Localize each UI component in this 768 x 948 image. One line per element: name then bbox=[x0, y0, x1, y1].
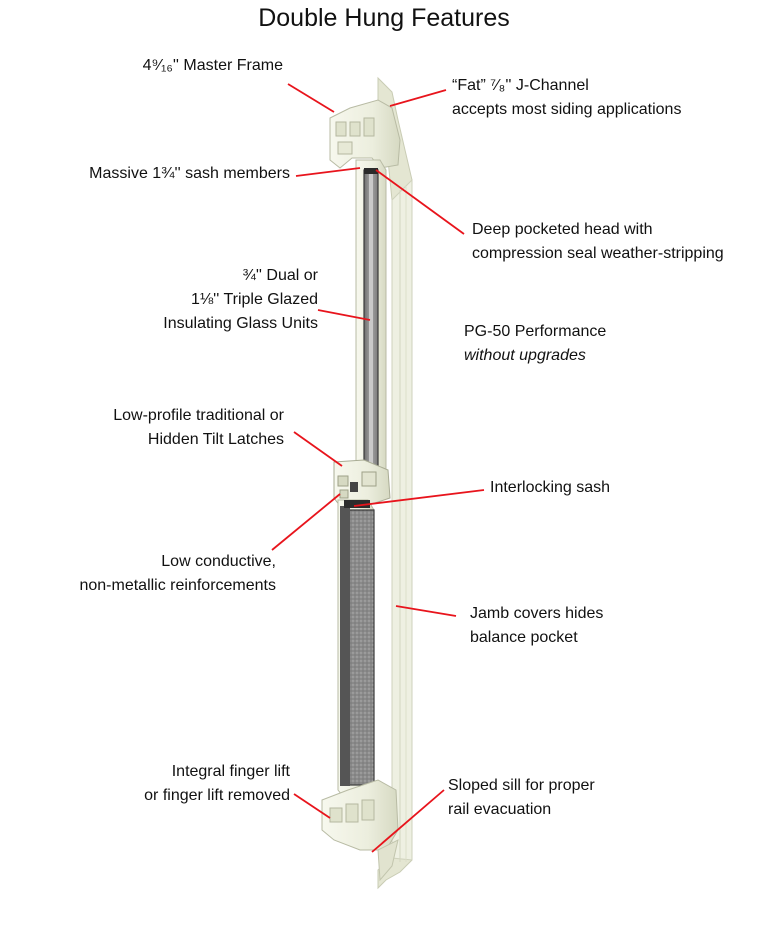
label-glass-units: ¾'' Dual or 1⅛'' Triple Glazed Insulatin… bbox=[163, 267, 318, 332]
label-sloped-sill: Sloped sill for proper rail evacuation bbox=[448, 777, 595, 818]
diagram-title: Double Hung Features bbox=[258, 4, 510, 32]
label-sash-members: Massive 1¾'' sash members bbox=[89, 165, 290, 182]
leader-interlocking bbox=[353, 489, 485, 507]
leader-finger-lift bbox=[293, 793, 331, 819]
label-pg50: PG-50 Performance without upgrades bbox=[464, 323, 607, 364]
head-frame bbox=[329, 99, 401, 169]
leader-lines bbox=[271, 83, 485, 853]
sill-frame bbox=[321, 779, 399, 882]
label-jamb-covers: Jamb covers hides balance pocket bbox=[470, 605, 604, 646]
label-tilt-latches: Low-profile traditional or Hidden Tilt L… bbox=[113, 407, 284, 448]
meeting-rail bbox=[333, 459, 391, 507]
leader-sash-members bbox=[295, 167, 361, 177]
leader-master-frame bbox=[287, 83, 335, 113]
frame-jamb bbox=[377, 76, 413, 890]
leader-j-channel bbox=[389, 89, 447, 107]
leader-glass bbox=[317, 309, 371, 321]
leader-tilt-latch bbox=[293, 431, 343, 467]
leader-reinforcements bbox=[271, 493, 341, 551]
label-j-channel: “Fat” ⁷⁄₈'' J-Channel accepts most sidin… bbox=[452, 77, 682, 118]
label-interlocking-sash: Interlocking sash bbox=[490, 479, 611, 496]
leader-jamb-cover bbox=[395, 605, 457, 617]
label-master-frame: 4⁹⁄₁₆'' Master Frame bbox=[142, 57, 283, 74]
label-reinforcements: Low conductive, non-metallic reinforceme… bbox=[79, 553, 276, 594]
leader-deep-head bbox=[375, 169, 465, 235]
label-finger-lift: Integral finger lift or finger lift remo… bbox=[144, 763, 290, 804]
leader-sloped-sill bbox=[371, 789, 445, 853]
label-deep-head: Deep pocketed head with compression seal… bbox=[472, 221, 724, 262]
lower-sash bbox=[337, 499, 375, 801]
